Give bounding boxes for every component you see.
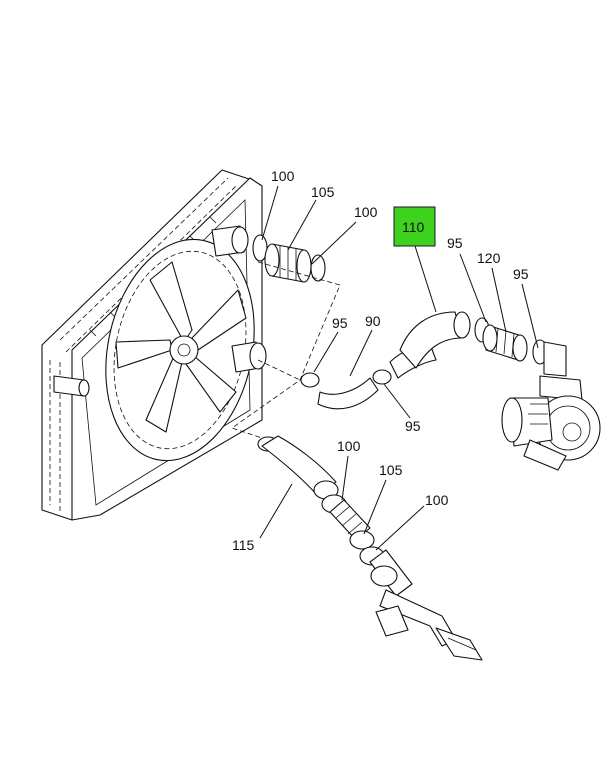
- callout-105-upper[interactable]: 105: [311, 184, 335, 200]
- callout-110[interactable]: 110: [402, 219, 425, 235]
- callout-95-bottom[interactable]: 95: [405, 418, 421, 434]
- upper-hose-coupler: [252, 234, 326, 283]
- callout-115[interactable]: 115: [232, 537, 255, 553]
- radiator-assembly: [41, 169, 267, 521]
- callout-100-upper-left[interactable]: 100: [271, 168, 295, 184]
- sleeve-120-assembly: [474, 317, 548, 365]
- callout-100-upper-right[interactable]: 100: [354, 204, 378, 220]
- callout-90[interactable]: 90: [365, 313, 381, 329]
- callout-120[interactable]: 120: [477, 250, 501, 266]
- callout-95-right[interactable]: 95: [513, 266, 529, 282]
- turbocharger: [501, 341, 601, 471]
- leader-lines: [259, 185, 539, 551]
- highlight-box-110[interactable]: [393, 206, 436, 247]
- hose-115-assembly: [257, 435, 483, 661]
- callout-100-lower-mid[interactable]: 100: [337, 438, 361, 454]
- callout-105-lower[interactable]: 105: [379, 462, 403, 478]
- callout-100-lower-right[interactable]: 100: [425, 492, 449, 508]
- hose-110: [399, 311, 471, 369]
- fan-blades: [115, 261, 247, 433]
- callout-95-upper[interactable]: 95: [447, 235, 463, 251]
- callout-95-mid-left[interactable]: 95: [332, 315, 348, 331]
